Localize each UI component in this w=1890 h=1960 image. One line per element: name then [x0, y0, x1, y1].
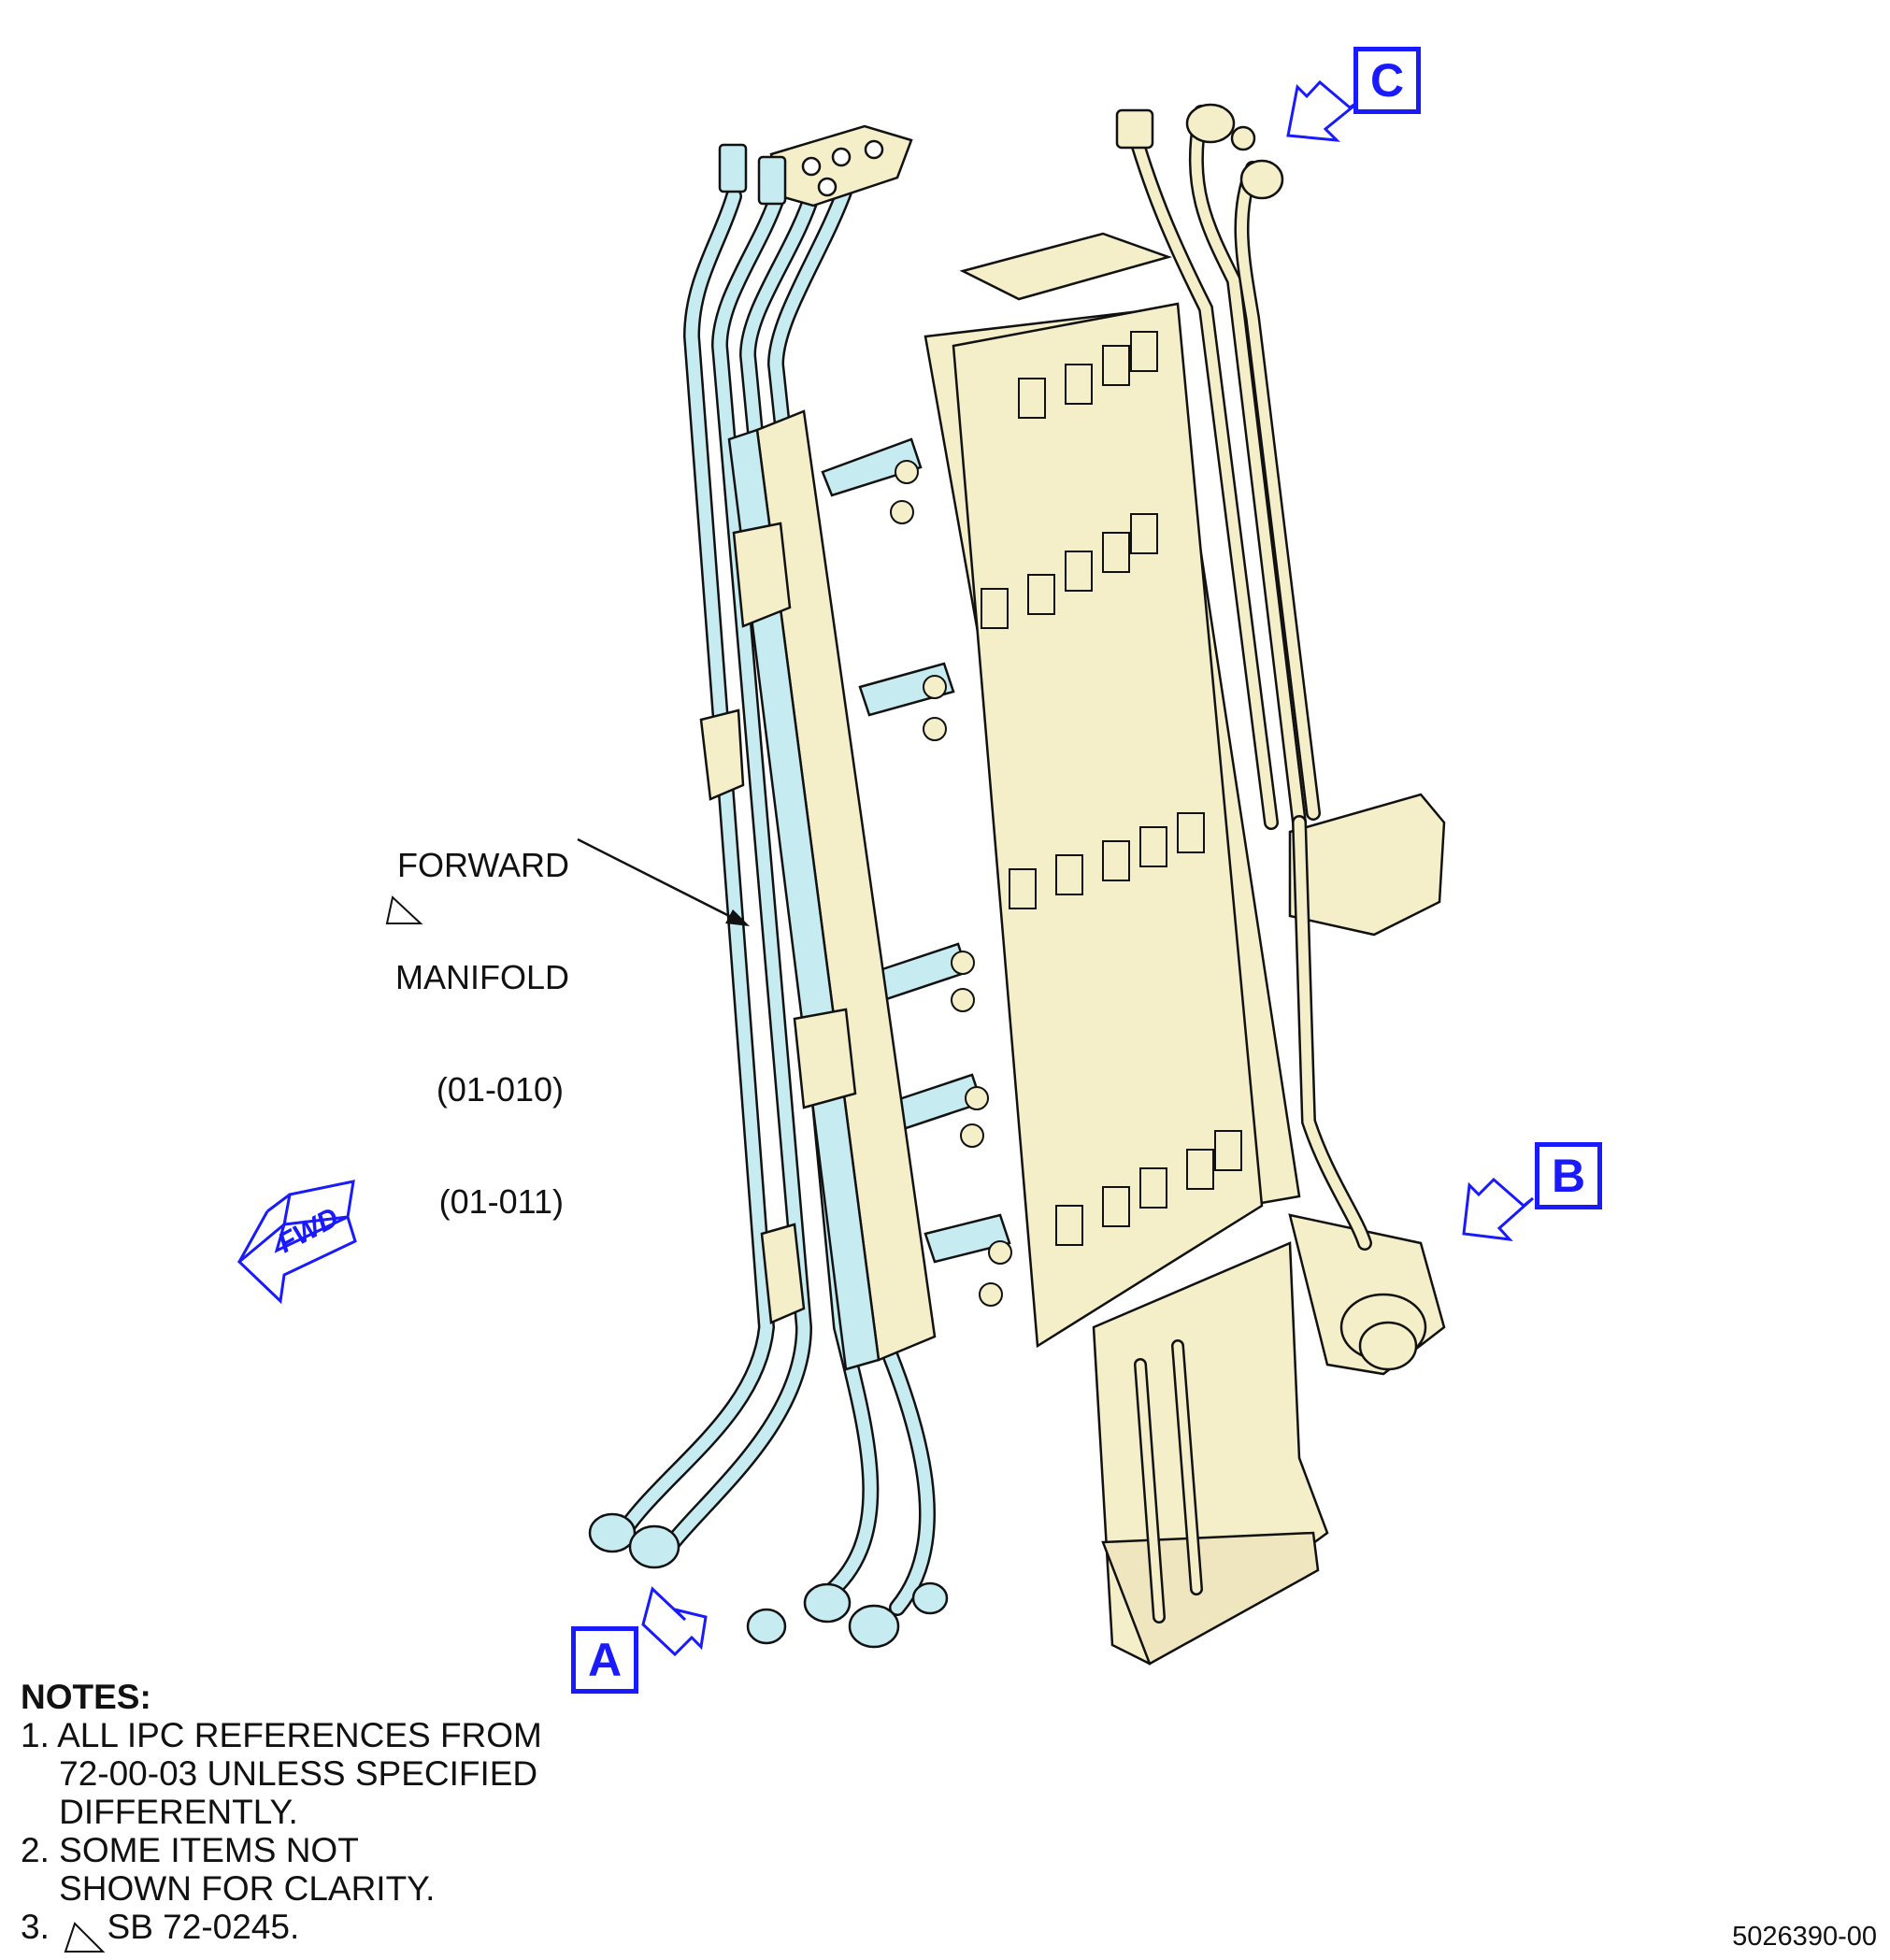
delta-flag-note3	[64, 1922, 106, 1953]
callout-line-4: (01-011)	[438, 1182, 564, 1221]
forward-manifold-tubes	[609, 179, 936, 1616]
manifold-mount-plates	[699, 522, 857, 1324]
view-arrow-b	[1462, 1177, 1534, 1241]
fwd-arrow-icon	[236, 1180, 357, 1305]
callout-line-1: FORWARD	[397, 846, 569, 884]
notes-block: NOTES: 1. ALL IPC REFERENCES FROM 72-00-…	[21, 1678, 542, 1946]
callout-line-3: (01-010)	[436, 1070, 564, 1109]
view-arrow-c	[1286, 79, 1361, 142]
note-2: 2. SOME ITEMS NOT SHOWN FOR CLARITY.	[21, 1831, 436, 1908]
note-1: 1. ALL IPC REFERENCES FROM 72-00-03 UNLE…	[21, 1716, 542, 1831]
view-label-c: C	[1353, 47, 1421, 114]
top-right-fittings	[1115, 103, 1284, 200]
view-label-a: A	[571, 1626, 638, 1694]
bracket-arms	[821, 437, 1011, 1264]
callout-line-2: MANIFOLD	[394, 958, 569, 996]
notes-heading: NOTES:	[21, 1678, 151, 1716]
forward-manifold-callout: FORWARD MANIFOLD (01-010) (01-011)	[387, 772, 569, 1258]
view-arrow-a	[641, 1586, 708, 1657]
view-label-b: B	[1535, 1142, 1602, 1209]
document-number: 5026390-00	[1732, 1922, 1877, 1952]
bottom-fittings	[588, 1512, 949, 1649]
callout-leader	[577, 837, 750, 926]
top-left-fittings	[718, 124, 913, 207]
panel-clips	[981, 331, 1242, 1246]
delta-flag-callout	[385, 895, 423, 924]
bolts	[890, 460, 1012, 1307]
note-3: 3. SB 72-0245.	[21, 1908, 300, 1946]
